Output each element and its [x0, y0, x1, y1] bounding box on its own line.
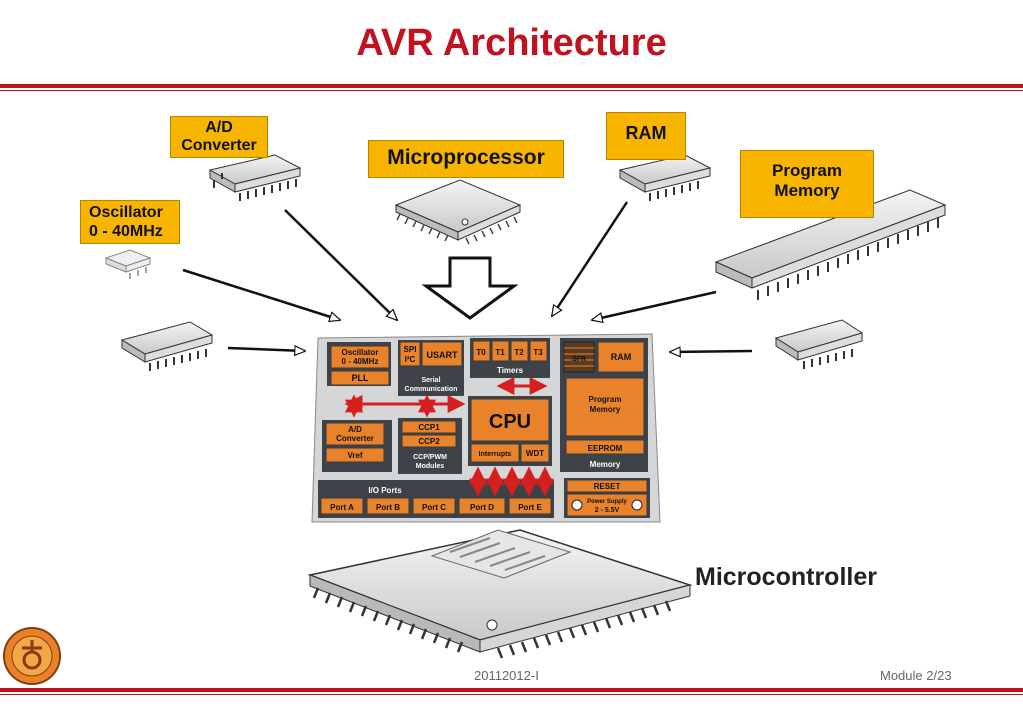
footer-course-code: 20112012-I — [474, 668, 539, 683]
top-divider-thin — [0, 90, 1023, 91]
bd-port-d: Port D — [470, 503, 494, 512]
bd-io-label: I/O Ports — [368, 486, 402, 495]
top-divider — [0, 84, 1023, 88]
bd-ram: RAM — [611, 352, 632, 362]
generic-dip-chip-left — [120, 321, 214, 371]
ram-chip — [618, 154, 712, 201]
program-memory-label-line1: Program — [772, 161, 842, 180]
microcontroller-label: Microcontroller — [695, 563, 877, 591]
bd-serial-line2: Communication — [405, 386, 458, 393]
ad-converter-label-line2: Converter — [181, 137, 257, 154]
bd-vref: Vref — [347, 451, 362, 460]
bd-port-b: Port B — [376, 503, 400, 512]
bd-port-e: Port E — [518, 503, 542, 512]
bd-ad-line1: A/D — [348, 425, 362, 434]
bd-progmem-line2: Memory — [590, 405, 621, 414]
bd-timer-1: T1 — [495, 348, 505, 357]
bd-timer-2: T2 — [514, 348, 524, 357]
bd-ccp1: CCP1 — [418, 423, 440, 432]
program-memory-label-line2: Memory — [774, 181, 840, 200]
bd-i2c: I²C — [405, 355, 416, 364]
microprocessor-chip — [394, 179, 522, 245]
bd-pll: PLL — [352, 373, 370, 383]
bd-usart: USART — [427, 350, 459, 360]
oscillator-label: Oscillator 0 - 40MHz — [80, 200, 180, 244]
slide-title: AVR Architecture — [356, 22, 667, 64]
down-arrow — [421, 256, 519, 320]
bd-ccp-line1: CCP/PWM — [413, 454, 447, 461]
oscillator-chip — [104, 249, 152, 279]
bottom-divider-thin — [0, 694, 1023, 695]
bd-progmem-line1: Program — [589, 395, 622, 404]
bd-reset: RESET — [594, 482, 621, 491]
university-logo — [3, 627, 61, 685]
bd-osc-line1: Oscillator — [342, 348, 379, 357]
footer-page-number: Module 2/23 — [880, 668, 952, 683]
ad-converter-label: A/D Converter — [170, 116, 268, 158]
bd-power-line1: Power Supply — [587, 499, 627, 505]
bd-ccp2: CCP2 — [418, 437, 440, 446]
bd-serial-line1: Serial — [421, 377, 440, 384]
oscillator-label-line2: 0 - 40MHz — [89, 223, 163, 240]
ram-label-text: RAM — [625, 123, 667, 143]
microprocessor-label-text: Microprocessor — [387, 146, 545, 169]
bd-cpu: CPU — [489, 411, 531, 433]
bd-timer-3: T3 — [533, 348, 543, 357]
bd-ccp-line2: Modules — [416, 463, 444, 470]
bd-osc-line2: 0 - 40MHz — [342, 357, 379, 366]
bd-sfr: SFR — [572, 356, 586, 363]
microprocessor-label: Microprocessor — [368, 140, 564, 178]
bd-ad-line2: Converter — [336, 434, 374, 443]
microcontroller-chip — [307, 529, 693, 659]
block-diagram: Oscillator 0 - 40MHz PLL SPI I²C USART S… — [311, 333, 661, 523]
program-memory-label: Program Memory — [740, 150, 874, 218]
bd-port-c: Port C — [422, 503, 446, 512]
ad-converter-chip — [208, 154, 302, 201]
bd-memory-label: Memory — [590, 460, 621, 469]
bd-timer-0: T0 — [476, 348, 486, 357]
oscillator-label-line1: Oscillator — [89, 204, 163, 221]
bd-power-line2: 2 - 5.5V — [595, 507, 620, 514]
bd-interrupts: Interrupts — [479, 451, 512, 458]
bd-spi: SPI — [404, 345, 417, 354]
input-arrows — [182, 201, 753, 352]
generic-dip-chip-right — [774, 319, 864, 369]
ad-converter-label-line1: A/D — [205, 119, 233, 136]
bd-eeprom: EEPROM — [588, 444, 623, 453]
bd-timers-label: Timers — [497, 366, 524, 375]
bottom-divider — [0, 688, 1023, 692]
ram-label: RAM — [606, 112, 686, 160]
bd-wdt: WDT — [526, 449, 544, 458]
bd-port-a: Port A — [330, 503, 354, 512]
